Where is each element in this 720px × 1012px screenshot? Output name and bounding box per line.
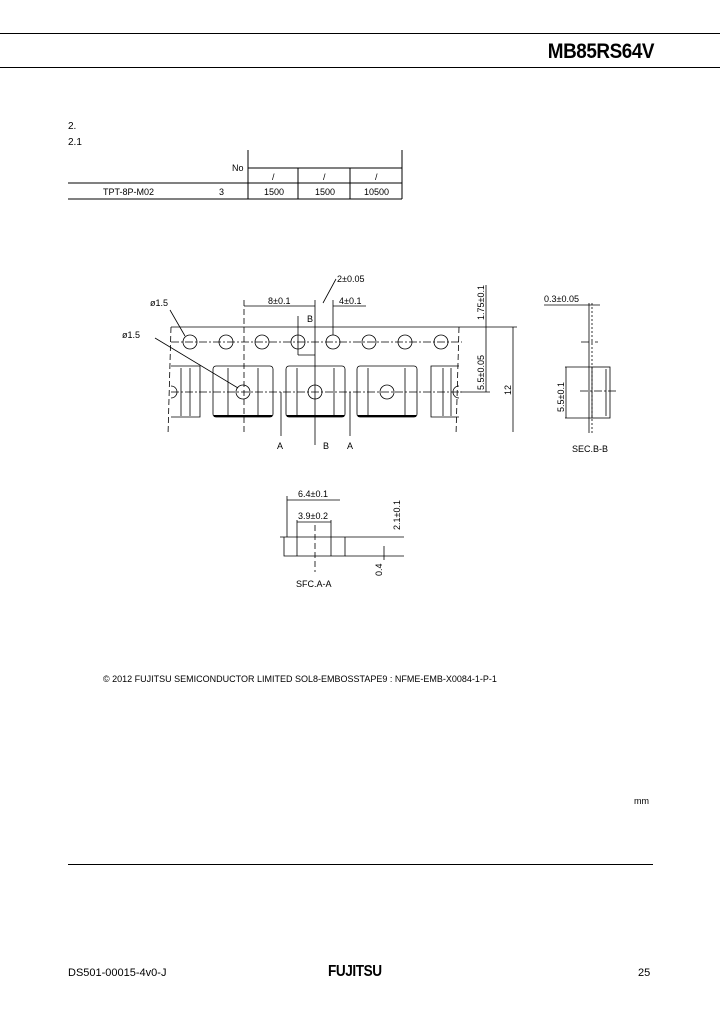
part-number-title: MB85RS64V bbox=[547, 40, 655, 63]
table-value: 1500 bbox=[315, 187, 335, 197]
section-aa-label: SFC.A-A bbox=[296, 579, 332, 589]
section-number: 2. bbox=[68, 121, 77, 132]
dim-edge-175: 1.75±0.1 bbox=[476, 285, 486, 320]
header-bottom-rule bbox=[0, 67, 720, 68]
table-package: TPT-8P-M02 bbox=[103, 187, 154, 197]
pockets bbox=[171, 365, 459, 418]
dim-offset-55: 5.5±0.05 bbox=[476, 355, 486, 390]
section-marker-a: A bbox=[277, 441, 283, 451]
table-value: 1500 bbox=[264, 187, 284, 197]
tape-top-view bbox=[154, 278, 517, 445]
header-top-rule bbox=[0, 33, 720, 34]
dim-pitch-2: 2±0.05 bbox=[337, 274, 364, 284]
document-id: DS501-00015-4v0-J bbox=[68, 967, 167, 979]
table-no-value: 3 bbox=[219, 187, 224, 197]
table-slash: / bbox=[272, 172, 275, 182]
table-slash: / bbox=[375, 172, 378, 182]
section-bb-view bbox=[544, 303, 618, 433]
section-marker-b: B bbox=[323, 441, 329, 451]
subsection-number: 2.1 bbox=[68, 137, 82, 148]
copyright-note: © 2012 FUJITSU SEMICONDUCTOR LIMITED SOL… bbox=[103, 674, 497, 684]
dim-pocket-64: 6.4±0.1 bbox=[298, 489, 328, 499]
page-number: 25 bbox=[638, 967, 651, 979]
dim-pitch-8: 8±0.1 bbox=[268, 296, 290, 306]
dim-pocket-39: 3.9±0.2 bbox=[298, 511, 328, 521]
dim-hole-dia-2: ø1.5 bbox=[122, 330, 140, 340]
footer-rule bbox=[68, 864, 653, 865]
dim-hole-dia-1: ø1.5 bbox=[150, 298, 168, 308]
dim-pocket-55: 5.5±0.1 bbox=[556, 382, 566, 412]
dim-depth-04: 0.4 bbox=[374, 563, 384, 576]
table-slash: / bbox=[323, 172, 326, 182]
fujitsu-logo: FUJITSU bbox=[328, 963, 382, 980]
table-no-label: No bbox=[232, 163, 244, 173]
section-marker-b: B bbox=[307, 314, 313, 324]
section-bb-label: SEC.B-B bbox=[572, 444, 608, 454]
section-marker-a: A bbox=[347, 441, 353, 451]
section-aa-view bbox=[280, 496, 404, 572]
packing-table bbox=[68, 150, 403, 200]
table-value: 10500 bbox=[364, 187, 389, 197]
dim-depth-21: 2.1±0.1 bbox=[392, 500, 402, 530]
unit-label: mm bbox=[634, 796, 649, 806]
dim-width-12: 12 bbox=[503, 385, 513, 395]
dim-thickness: 0.3±0.05 bbox=[544, 294, 579, 304]
dim-pitch-4: 4±0.1 bbox=[339, 296, 361, 306]
